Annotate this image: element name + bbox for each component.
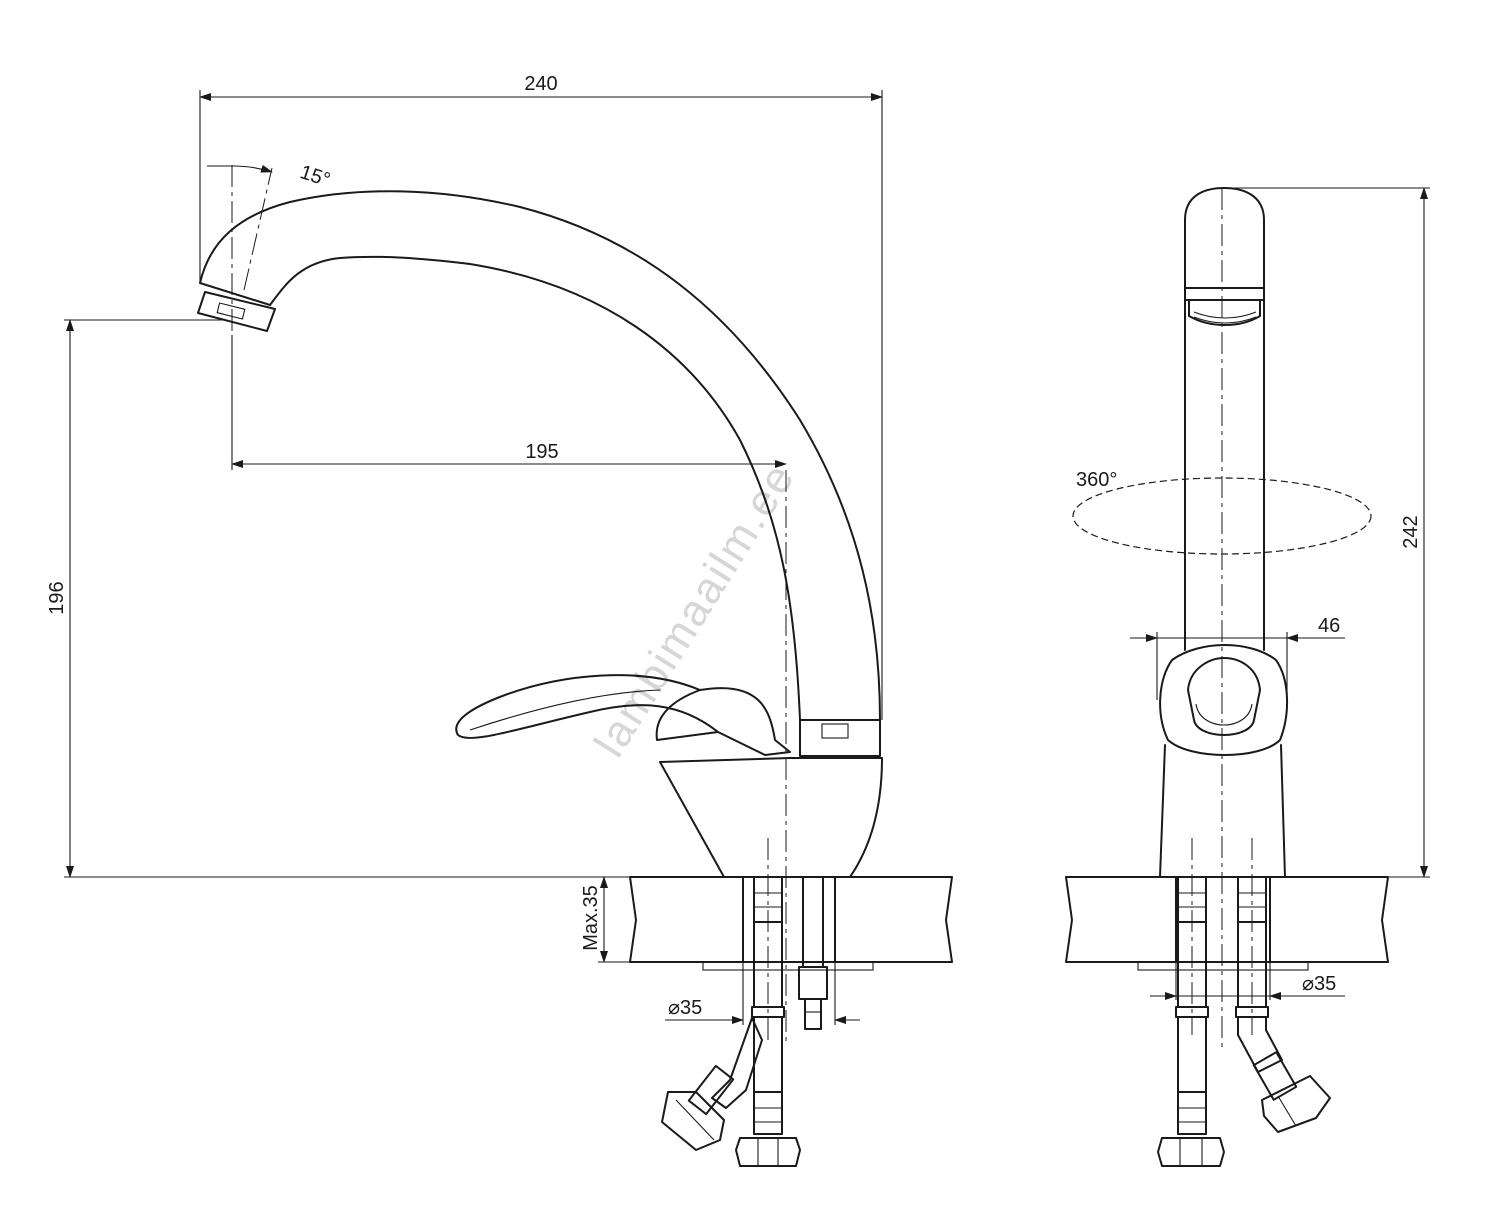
dim-body: 46 [1130,615,1345,700]
angle-axis [243,167,273,291]
width-label: 240 [524,73,557,95]
supply-hose-right [1235,876,1331,1133]
spout-front [1184,187,1265,293]
spout-collar [799,719,881,757]
reach-label: 195 [525,441,558,463]
hole-label: ⌀35 [668,997,702,1019]
watermark: lambimaailm.ee [585,454,805,765]
dim-hole-front: ⌀35 [1150,962,1345,1000]
dim-height-front: 242 [1224,187,1430,878]
side-view: 240 195 196 15° Max.35 [46,73,953,1167]
deck-label: Max.35 [580,885,602,951]
rotation-label: 360° [1076,469,1117,491]
dim-height: 196 [46,319,630,878]
dim-reach: 195 [231,335,787,470]
aerator-front [1188,299,1261,326]
supply-hose-hot [735,876,801,1167]
height-front-label: 242 [1400,515,1422,548]
dim-deck: Max.35 [580,876,630,963]
supply-hose-cold [661,1017,763,1151]
lever-handle [455,674,791,756]
mounting-stud [798,876,828,1030]
lever-front [1159,644,1288,756]
height-label: 196 [46,581,68,614]
spout [199,190,881,721]
rotation-ellipse [1072,477,1372,555]
body-label: 46 [1318,615,1340,637]
countertop-section [629,876,953,971]
hole-front-label: ⌀35 [1302,973,1336,995]
aerator-ring [1184,287,1265,301]
dim-hole: ⌀35 [665,877,860,1025]
faucet-body [659,757,883,878]
dim-width: 240 [199,73,883,720]
aerator [197,291,276,332]
countertop-section-front [1065,876,1389,971]
supply-hose-left [1157,876,1225,1167]
front-view: 360° [1065,187,1430,1167]
angle-label: 15° [297,161,333,191]
